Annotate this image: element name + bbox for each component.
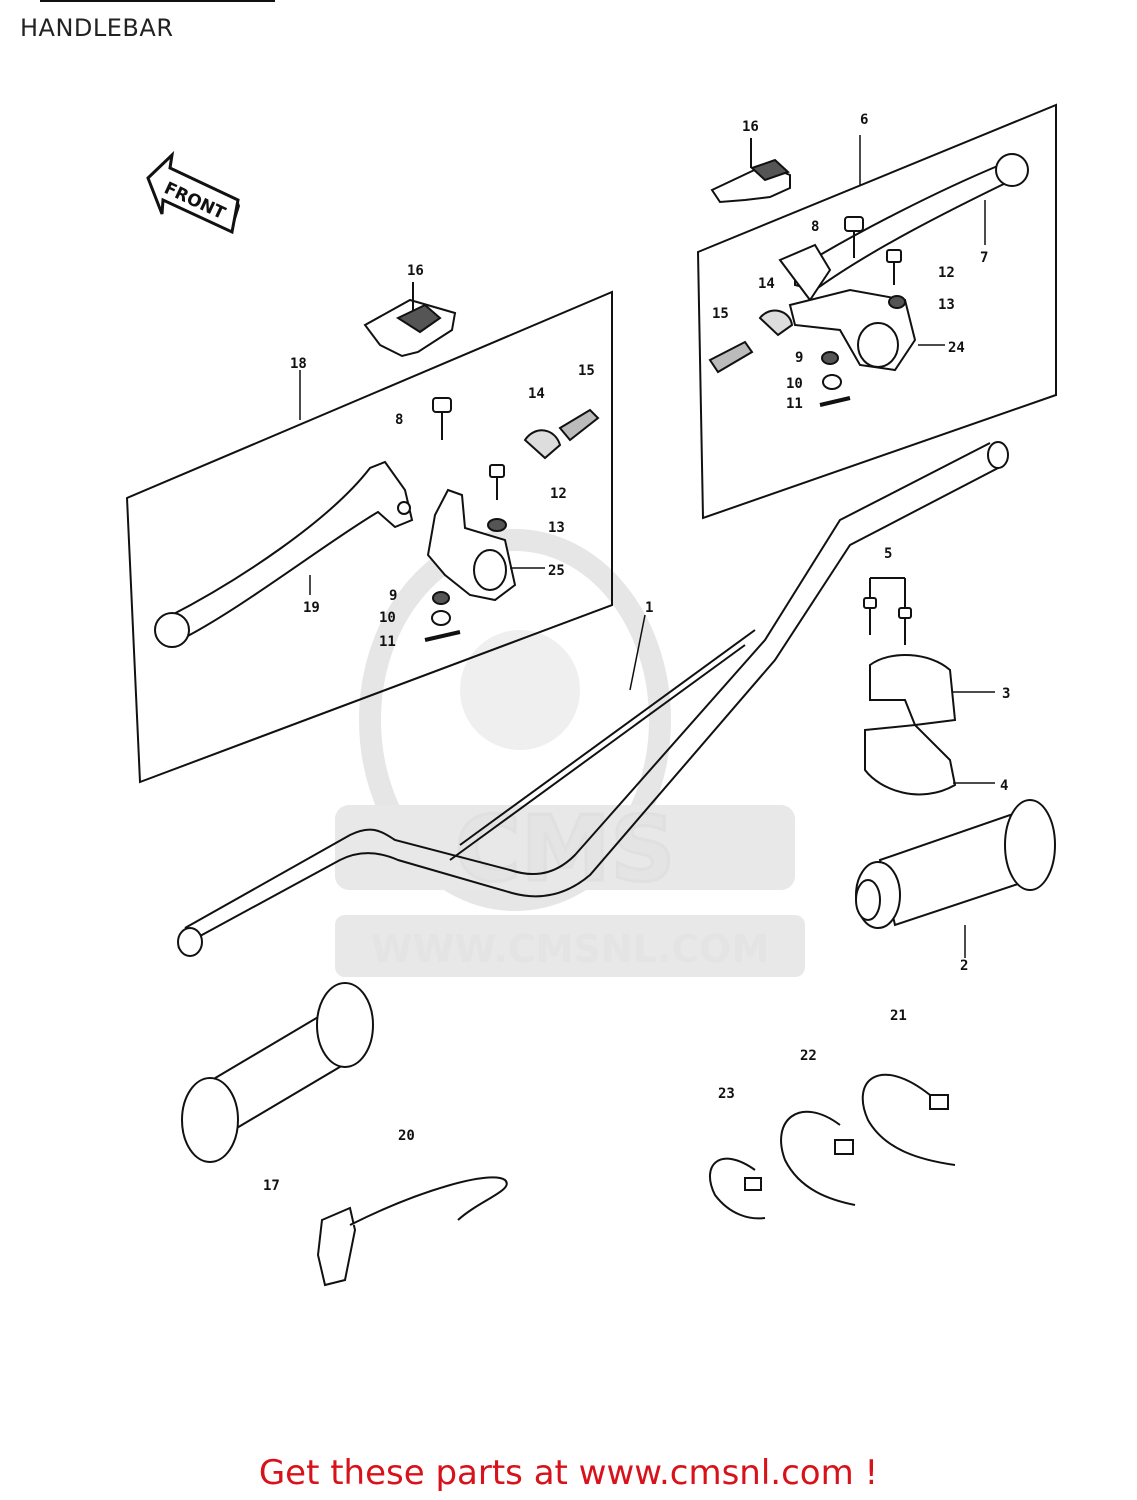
watermark-brand: CMS bbox=[455, 797, 675, 902]
callout-23: 23 bbox=[718, 1086, 735, 1102]
callout-14-right: 14 bbox=[758, 276, 775, 292]
callout-17: 17 bbox=[263, 1178, 280, 1194]
part-3-upper-housing bbox=[869, 654, 957, 727]
callout-15-left: 15 bbox=[578, 363, 595, 379]
callout-labels: 1 2 3 4 5 6 7 8 8 9 9 10 10 11 11 12 12 … bbox=[263, 112, 1010, 1194]
right-hardware bbox=[708, 216, 906, 407]
callout-2: 2 bbox=[960, 958, 968, 974]
front-arrow-icon: FRONT bbox=[146, 150, 240, 235]
part-1-handlebar bbox=[177, 441, 1009, 957]
left-lever-panel bbox=[125, 290, 613, 784]
callout-1: 1 bbox=[645, 600, 653, 616]
part-25-left-clamp bbox=[426, 488, 517, 602]
part-4-lower-housing bbox=[864, 723, 957, 796]
footer-link[interactable]: Get these parts at www.cmsnl.com ! bbox=[258, 1453, 879, 1493]
watermark-url: WWW.CMSNL.COM bbox=[371, 927, 770, 971]
part-2-right-grip bbox=[855, 799, 1056, 929]
callout-13-left: 13 bbox=[548, 520, 565, 536]
right-lever-panel bbox=[696, 103, 1057, 520]
callout-18: 18 bbox=[290, 356, 307, 372]
callout-10-right: 10 bbox=[786, 376, 803, 392]
callout-15-right: 15 bbox=[712, 306, 729, 322]
callout-24: 24 bbox=[948, 340, 965, 356]
callout-10-left: 10 bbox=[379, 610, 396, 626]
part-17-left-grip bbox=[181, 982, 374, 1163]
callout-19: 19 bbox=[303, 600, 320, 616]
callout-22: 22 bbox=[800, 1048, 817, 1064]
part-5-screws bbox=[863, 577, 912, 645]
callout-12-right: 12 bbox=[938, 265, 955, 281]
callout-16-right: 16 bbox=[742, 119, 759, 135]
part-22-clamp bbox=[780, 1110, 856, 1206]
callout-6: 6 bbox=[860, 112, 868, 128]
part-21-clamp bbox=[861, 1073, 956, 1166]
callout-9-right: 9 bbox=[795, 350, 803, 366]
callout-16-left: 16 bbox=[407, 263, 424, 279]
watermark: CMS WWW.CMSNL.COM bbox=[335, 529, 805, 977]
callout-25: 25 bbox=[548, 563, 565, 579]
part-24-right-clamp bbox=[788, 288, 917, 372]
callout-8-right: 8 bbox=[811, 219, 819, 235]
callout-13-right: 13 bbox=[938, 297, 955, 313]
callout-20: 20 bbox=[398, 1128, 415, 1144]
callout-4: 4 bbox=[1000, 778, 1008, 794]
callout-9-left: 9 bbox=[389, 588, 397, 604]
part-7-right-lever bbox=[778, 153, 1029, 302]
part-16-right bbox=[710, 138, 791, 204]
part-20-switch bbox=[316, 1176, 508, 1287]
left-hardware bbox=[424, 397, 600, 642]
callout-11-right: 11 bbox=[786, 396, 803, 412]
callout-12-left: 12 bbox=[550, 486, 567, 502]
callout-11-left: 11 bbox=[379, 634, 396, 650]
callout-3: 3 bbox=[1002, 686, 1010, 702]
callout-8-left: 8 bbox=[395, 412, 403, 428]
part-23-clamp bbox=[709, 1157, 766, 1220]
callout-7: 7 bbox=[980, 250, 988, 266]
part-16-left bbox=[363, 282, 457, 358]
callout-5: 5 bbox=[884, 546, 892, 562]
leader-lines bbox=[299, 135, 995, 958]
part-19-left-lever bbox=[154, 460, 414, 648]
page-title: HANDLEBAR bbox=[20, 14, 174, 42]
callout-21: 21 bbox=[890, 1008, 907, 1024]
callout-14-left: 14 bbox=[528, 386, 545, 402]
